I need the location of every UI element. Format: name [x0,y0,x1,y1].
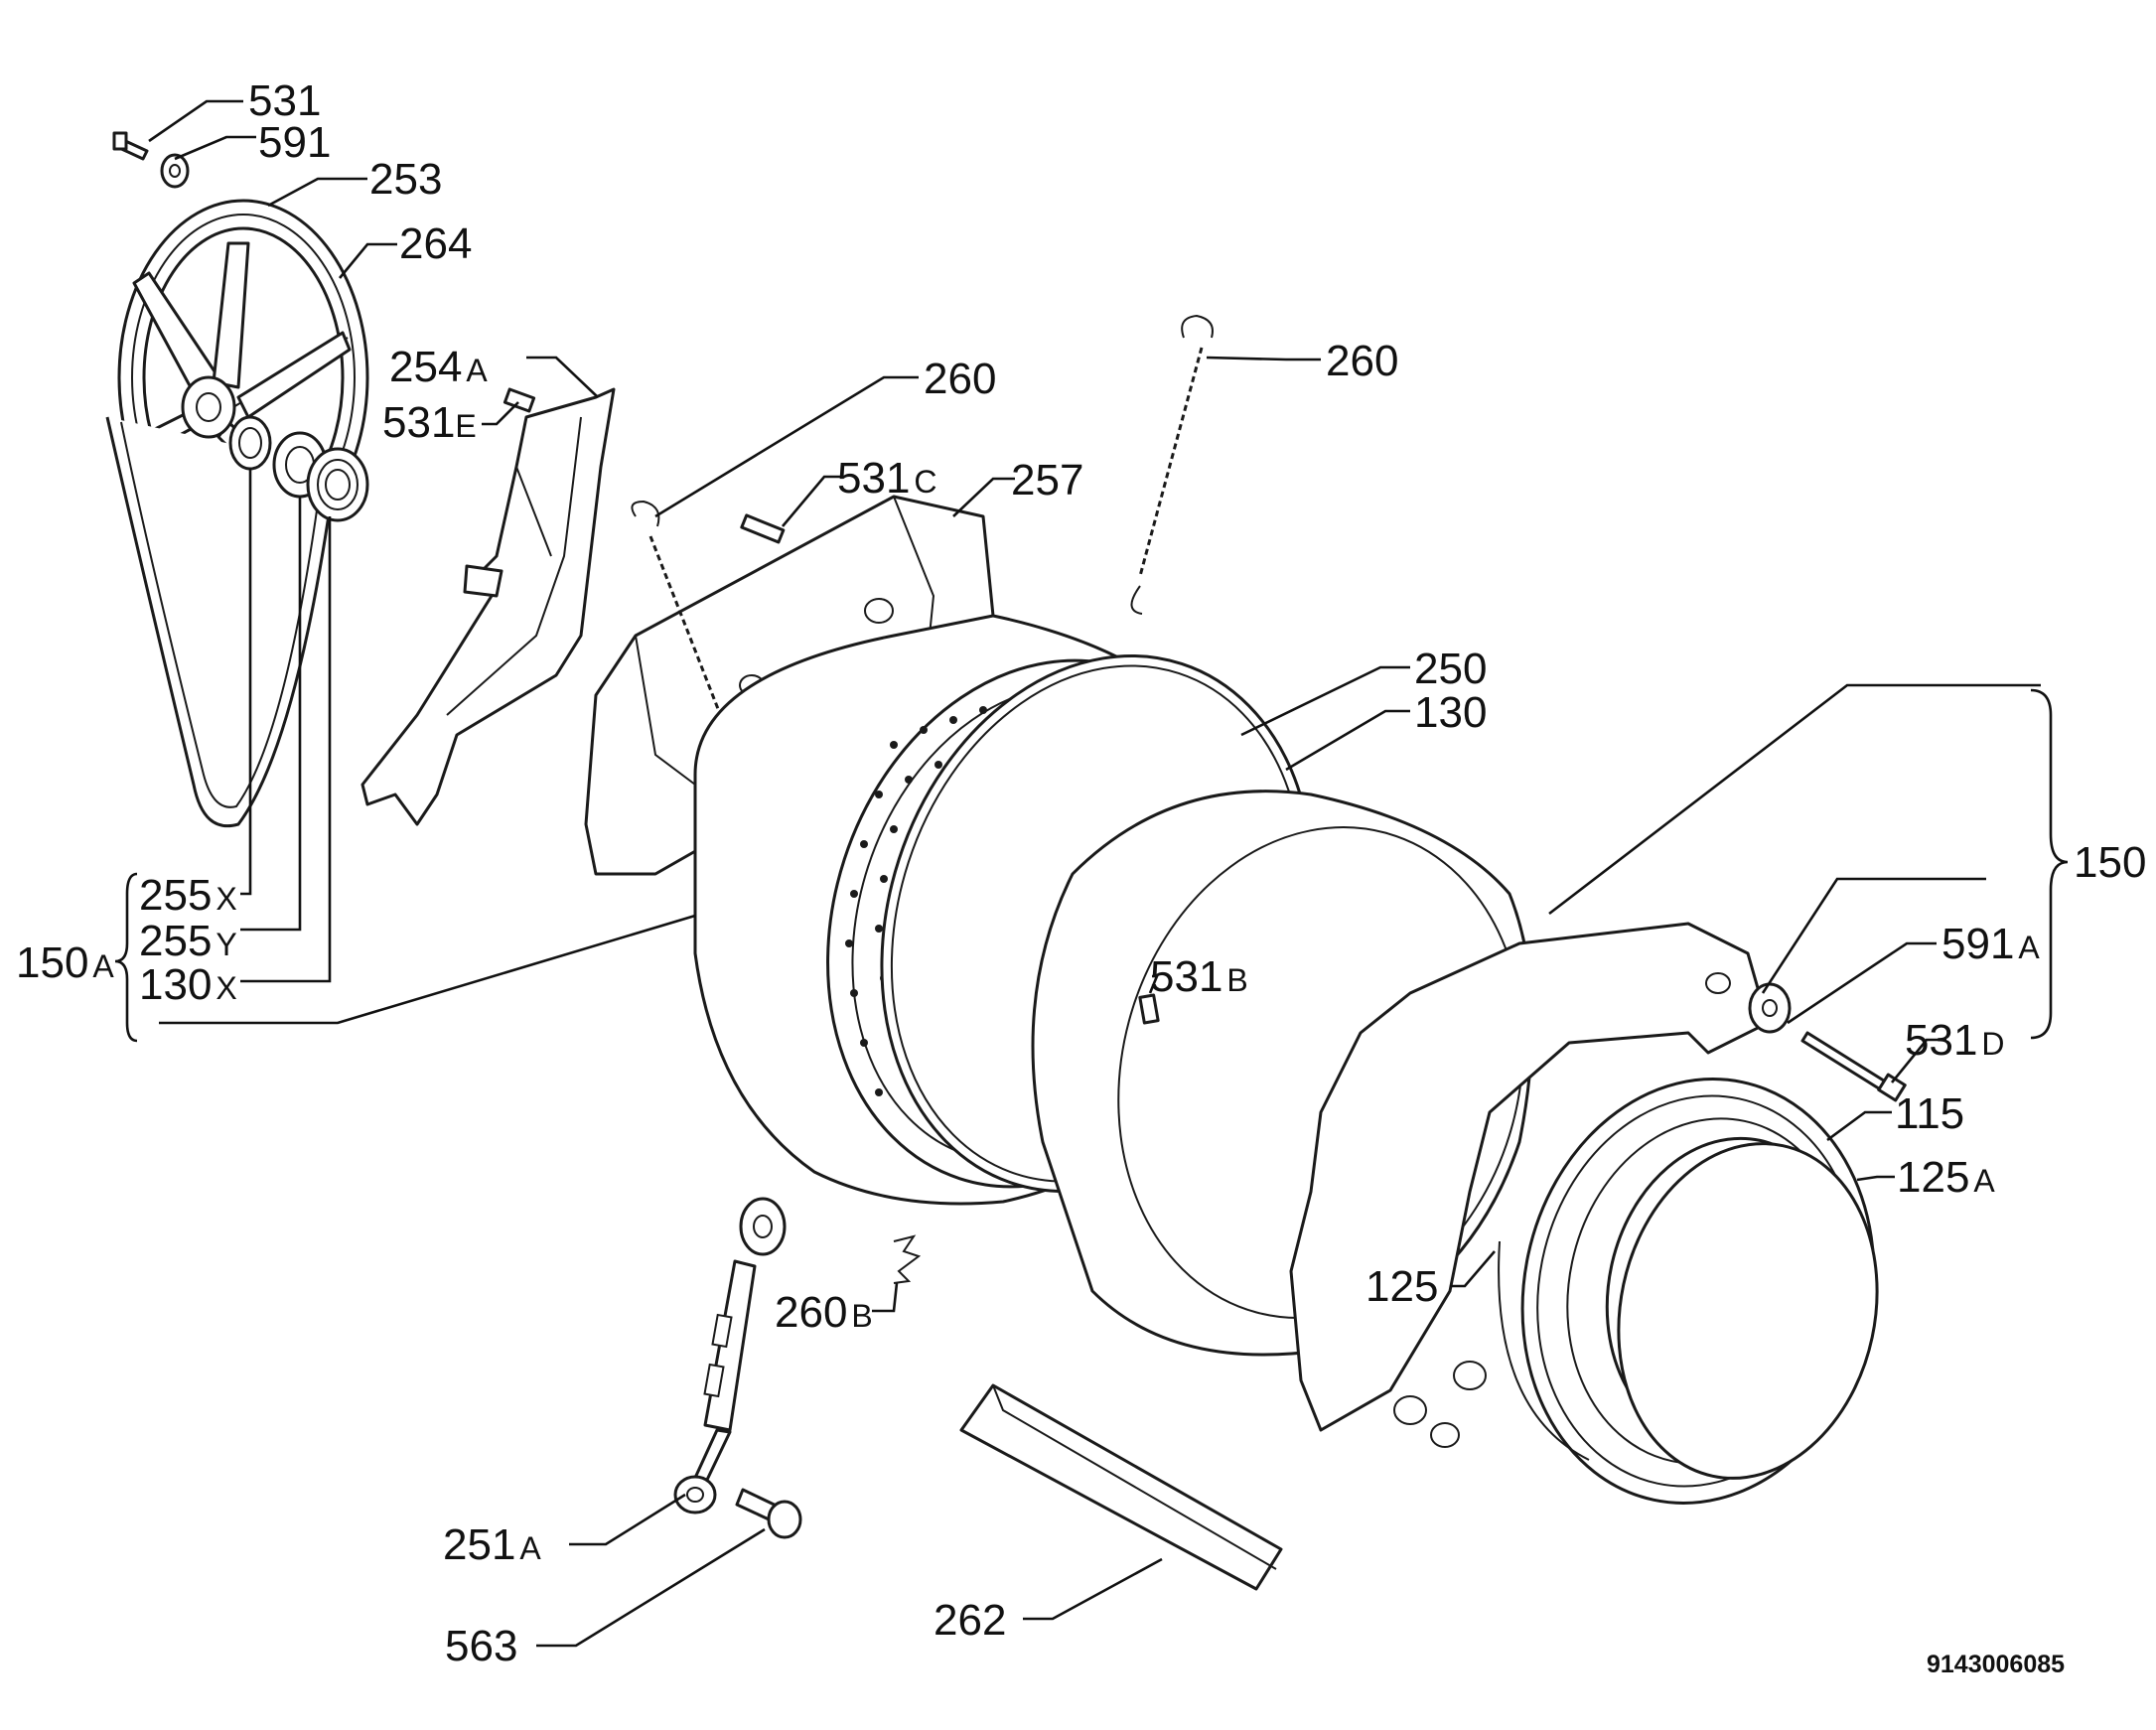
brace-150 [2030,688,2069,1040]
washer-591a [1748,982,1792,1034]
label-563: 563 [445,1622,517,1670]
seal-255x [228,415,272,471]
label-125: 125 [1365,1262,1438,1311]
bearing-130x [306,447,369,522]
label-260-right: 260 [1326,337,1398,385]
label-115: 115 [1895,1089,1964,1138]
clamp-ring-125a [1617,1142,1879,1480]
label-253: 253 [369,155,442,204]
bolt-531d [1800,1031,1907,1102]
screw-531 [112,131,149,161]
baffle-262 [959,1383,1283,1591]
label-531: 531 [248,76,321,125]
label-150: 150 [2074,838,2146,887]
label-257: 257 [1011,456,1083,505]
clamp-ring-125 [1498,1240,1590,1461]
screw-531e [503,387,536,413]
label-250: 250 [1414,645,1487,693]
label-262: 262 [934,1596,1006,1645]
drawing-number: 9143006085 [1927,1651,2065,1678]
screw-531b [1138,993,1160,1025]
label-130: 130 [1414,688,1487,737]
spring-260-right [1130,314,1214,615]
brace-150a [114,872,138,1043]
shock-absorber-251a [673,1197,787,1514]
clip-260b [893,1234,922,1284]
screw-531c [740,513,786,544]
pin-563 [735,1488,802,1539]
label-531e: 531E [382,398,477,447]
label-260-left: 260 [924,355,996,403]
leader-lines [148,99,2041,1648]
label-264: 264 [399,219,472,268]
tub-front-bracket [1289,922,1770,1448]
tub-front-150 [1031,790,1770,1448]
label-591: 591 [258,118,331,167]
support-arm-254a [360,387,616,826]
washer-591 [160,153,190,189]
